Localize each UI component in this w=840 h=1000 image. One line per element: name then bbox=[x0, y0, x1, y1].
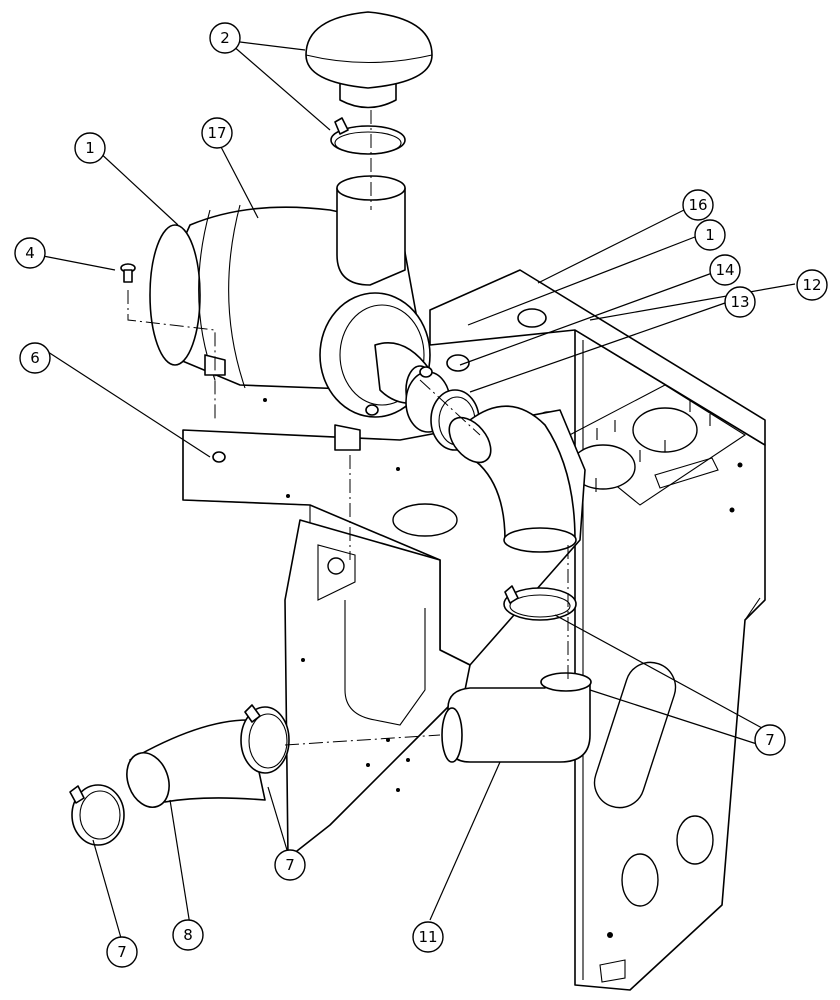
callout-label: 6 bbox=[30, 349, 40, 367]
precleaner-cap bbox=[305, 11, 433, 109]
leader-lines bbox=[37, 41, 796, 946]
callout-circle bbox=[412, 921, 444, 953]
callout-2: 2 bbox=[209, 22, 241, 54]
lower-clamp-right bbox=[503, 585, 577, 621]
callout-circle bbox=[754, 724, 786, 756]
callout-circle bbox=[106, 936, 138, 968]
nut bbox=[212, 451, 226, 463]
callout-circle bbox=[694, 219, 726, 251]
callout-label: 1 bbox=[85, 139, 95, 157]
lower-elbow-tube bbox=[441, 672, 592, 763]
callout-circle bbox=[724, 286, 756, 318]
callout-circle bbox=[14, 237, 46, 269]
callout-label: 11 bbox=[418, 928, 437, 946]
callout-1: 1 bbox=[74, 132, 106, 164]
callout-6: 6 bbox=[19, 342, 51, 374]
callout-label: 17 bbox=[207, 124, 226, 142]
hose-with-clamps bbox=[69, 704, 290, 846]
callout-circle bbox=[209, 22, 241, 54]
bolt bbox=[120, 263, 136, 283]
callout-circle bbox=[19, 342, 51, 374]
callout-label: 7 bbox=[117, 943, 127, 961]
callout-label: 7 bbox=[765, 731, 775, 749]
callout-17: 17 bbox=[201, 117, 233, 149]
callout-label: 13 bbox=[730, 293, 749, 311]
callout-circle bbox=[274, 849, 306, 881]
callout-circle bbox=[74, 132, 106, 164]
callout-circle bbox=[709, 254, 741, 286]
callout-8: 8 bbox=[172, 919, 204, 951]
callout-label: 16 bbox=[688, 196, 707, 214]
callout-circle bbox=[682, 189, 714, 221]
callout-4: 4 bbox=[14, 237, 46, 269]
callout-12: 12 bbox=[796, 269, 828, 301]
callout-label: 7 bbox=[285, 856, 295, 874]
callout-13: 13 bbox=[724, 286, 756, 318]
callout-circle bbox=[201, 117, 233, 149]
callout-label: 1 bbox=[705, 226, 715, 244]
cap-clamp bbox=[330, 117, 406, 155]
callout-7: 7 bbox=[274, 849, 306, 881]
callout-label: 4 bbox=[25, 244, 35, 262]
callout-1: 1 bbox=[694, 219, 726, 251]
callout-16: 16 bbox=[682, 189, 714, 221]
callout-14: 14 bbox=[709, 254, 741, 286]
callout-label: 8 bbox=[183, 926, 193, 944]
callout-label: 2 bbox=[220, 29, 230, 47]
frame-right-plate bbox=[574, 329, 766, 991]
callout-7: 7 bbox=[754, 724, 786, 756]
callout-label: 14 bbox=[715, 261, 734, 279]
callout-11: 11 bbox=[412, 921, 444, 953]
callout-circle bbox=[172, 919, 204, 951]
elbow-hose bbox=[448, 405, 577, 553]
callout-7: 7 bbox=[106, 936, 138, 968]
callout-label: 12 bbox=[802, 276, 821, 294]
centerlines bbox=[127, 110, 569, 746]
callout-circle bbox=[796, 269, 828, 301]
